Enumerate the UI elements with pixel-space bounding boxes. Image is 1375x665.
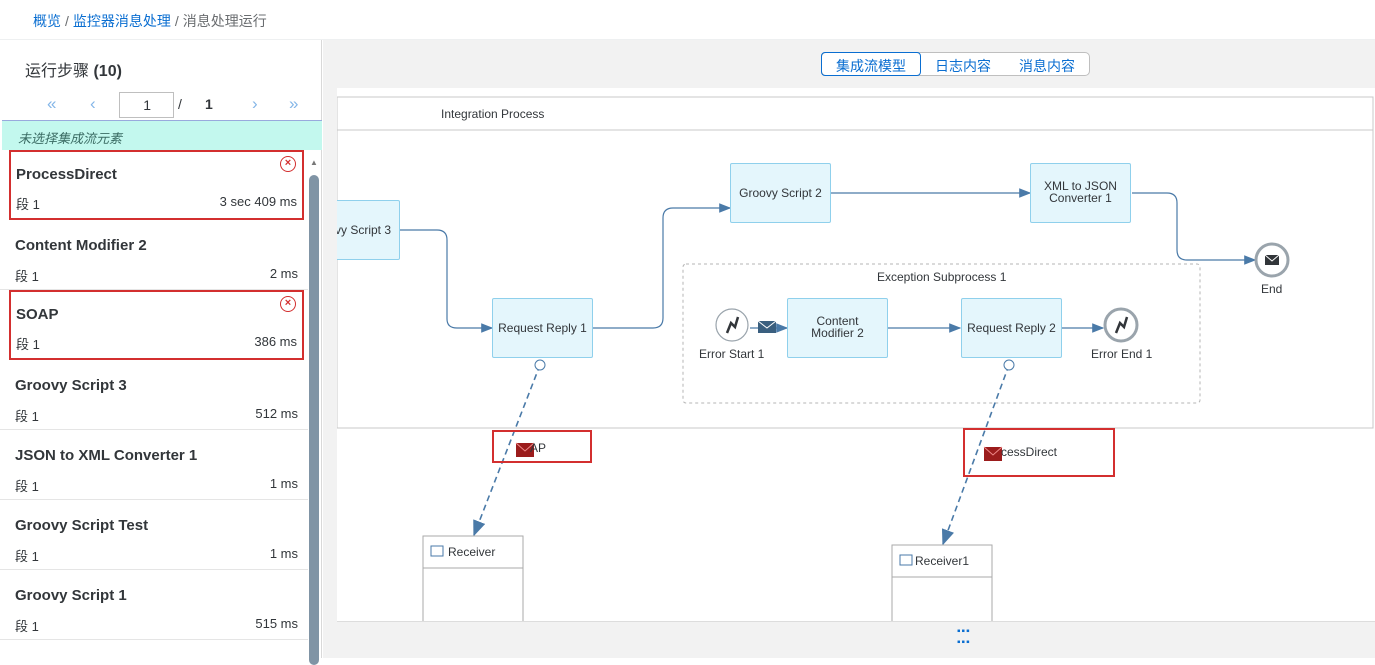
step-duration: 515 ms — [255, 616, 298, 631]
step-name: SOAP — [16, 306, 59, 323]
scrollbar-thumb[interactable] — [309, 175, 319, 665]
scrollbar[interactable]: ▲ — [308, 158, 322, 665]
breadcrumb-overview[interactable]: 概览 — [33, 13, 61, 29]
prev-page-icon[interactable]: ‹ — [90, 94, 96, 113]
tab-log[interactable]: 日志内容 — [935, 58, 991, 74]
step-segment: 段 1 — [16, 197, 40, 212]
diagram-svg — [337, 96, 1374, 621]
next-page-icon[interactable]: › — [252, 94, 258, 113]
step-duration: 1 ms — [269, 476, 298, 491]
step-name: ProcessDirect — [16, 166, 117, 183]
pool-label: Integration Process — [441, 107, 545, 121]
error-start-label: Error Start 1 — [699, 347, 765, 361]
step-segment: 段 1 — [15, 409, 39, 424]
breadcrumb-separator: / — [174, 13, 179, 29]
breadcrumb-separator: / — [65, 13, 69, 29]
step-name: Content Modifier 2 — [15, 237, 147, 254]
diagram-canvas[interactable]: Integration Process vy Script 3 Request … — [337, 88, 1375, 621]
breadcrumb-monitor[interactable]: 监控器消息处理 — [72, 13, 171, 29]
steps-title-text: 运行步骤 — [25, 63, 90, 80]
first-page-icon[interactable]: « — [47, 94, 57, 113]
pager-slash: / — [178, 96, 182, 112]
page-input[interactable] — [119, 92, 174, 118]
error-icon: × — [280, 156, 296, 172]
integration-process-pool — [337, 96, 1374, 429]
step-name: Groovy Script 3 — [15, 377, 127, 394]
steps-list: ProcessDirect × 段 1 3 sec 409 ms Content… — [0, 150, 308, 658]
content-modifier-2-task[interactable]: Content Modifier 2 — [787, 298, 888, 358]
step-name: Groovy Script Test — [15, 517, 149, 534]
last-page-icon[interactable]: » — [289, 94, 299, 113]
step-duration: 1 ms — [269, 546, 298, 561]
step-item[interactable]: SOAP × 段 1 386 ms — [9, 290, 304, 360]
subprocess-label: Exception Subprocess 1 — [877, 270, 1007, 284]
processdirect-adapter-label[interactable]: cessDirect — [1001, 445, 1058, 459]
scroll-up-icon[interactable]: ▲ — [310, 158, 318, 167]
step-segment: 段 1 — [16, 337, 40, 352]
step-name: JSON to XML Converter 1 — [15, 447, 198, 464]
step-item[interactable]: ProcessDirect × 段 1 3 sec 409 ms — [9, 150, 304, 220]
tab-model[interactable]: 集成流模型 — [821, 52, 921, 76]
view-tabs: 集成流模型 日志内容 消息内容 — [821, 52, 1090, 76]
groovy-script-2-task[interactable]: Groovy Script 2 — [730, 163, 831, 223]
error-icon: × — [280, 296, 296, 312]
diagram-panel: 集成流模型 日志内容 消息内容 — [323, 40, 1375, 658]
groovy-script-3-task[interactable]: vy Script 3 — [337, 200, 400, 260]
resize-grip-icon[interactable]: ▪▪▪▪▪▪ — [957, 626, 971, 648]
steps-title: 运行步骤 (10) — [25, 57, 122, 81]
step-segment: 段 1 — [15, 269, 39, 284]
error-end-label: Error End 1 — [1091, 347, 1153, 361]
step-duration: 386 ms — [254, 334, 297, 349]
breadcrumb: 概览/监控器消息处理/消息处理运行 — [0, 0, 1375, 40]
step-item[interactable]: Groovy Script 3 段 1 512 ms — [0, 360, 308, 430]
step-name: Groovy Script 1 — [15, 587, 127, 604]
steps-count: (10) — [93, 63, 122, 80]
step-item[interactable]: Content Modifier 2 段 1 2 ms — [0, 220, 308, 290]
breadcrumb-current: 消息处理运行 — [182, 13, 267, 29]
pager: « ‹ / 1 › » — [0, 92, 322, 118]
step-duration: 2 ms — [269, 266, 298, 281]
receiver-label[interactable]: Receiver — [448, 545, 496, 559]
receiver1-label[interactable]: Receiver1 — [915, 554, 970, 568]
step-segment: 段 1 — [15, 479, 39, 494]
selection-info: 未选择集成流元素 — [2, 120, 322, 150]
request-reply-2-task[interactable]: Request Reply 2 — [961, 298, 1062, 358]
soap-adapter-label[interactable]: AP — [530, 441, 547, 455]
exception-subprocess — [682, 263, 1201, 404]
request-reply-1-task[interactable]: Request Reply 1 — [492, 298, 593, 358]
step-item[interactable]: Groovy Script Test 段 1 1 ms — [0, 500, 308, 570]
processdirect-highlight — [963, 428, 1115, 477]
step-item[interactable]: JSON to XML Converter 1 段 1 1 ms — [0, 430, 308, 500]
step-duration: 512 ms — [255, 406, 298, 421]
soap-highlight — [492, 430, 592, 463]
tab-message[interactable]: 消息内容 — [1019, 58, 1075, 74]
pager-total: 1 — [205, 96, 213, 112]
step-segment: 段 1 — [15, 619, 39, 634]
steps-panel: 运行步骤 (10) « ‹ / 1 › » 未选择集成流元素 ProcessDi… — [0, 40, 322, 665]
xml-to-json-task[interactable]: XML to JSON Converter 1 — [1030, 163, 1131, 223]
step-duration: 3 sec 409 ms — [219, 194, 297, 209]
step-segment: 段 1 — [15, 549, 39, 564]
step-item[interactable]: Groovy Script 1 段 1 515 ms — [0, 570, 308, 640]
end-label: End — [1261, 282, 1283, 296]
diagram-resize-bar[interactable]: ▪▪▪▪▪▪ — [337, 621, 1375, 658]
